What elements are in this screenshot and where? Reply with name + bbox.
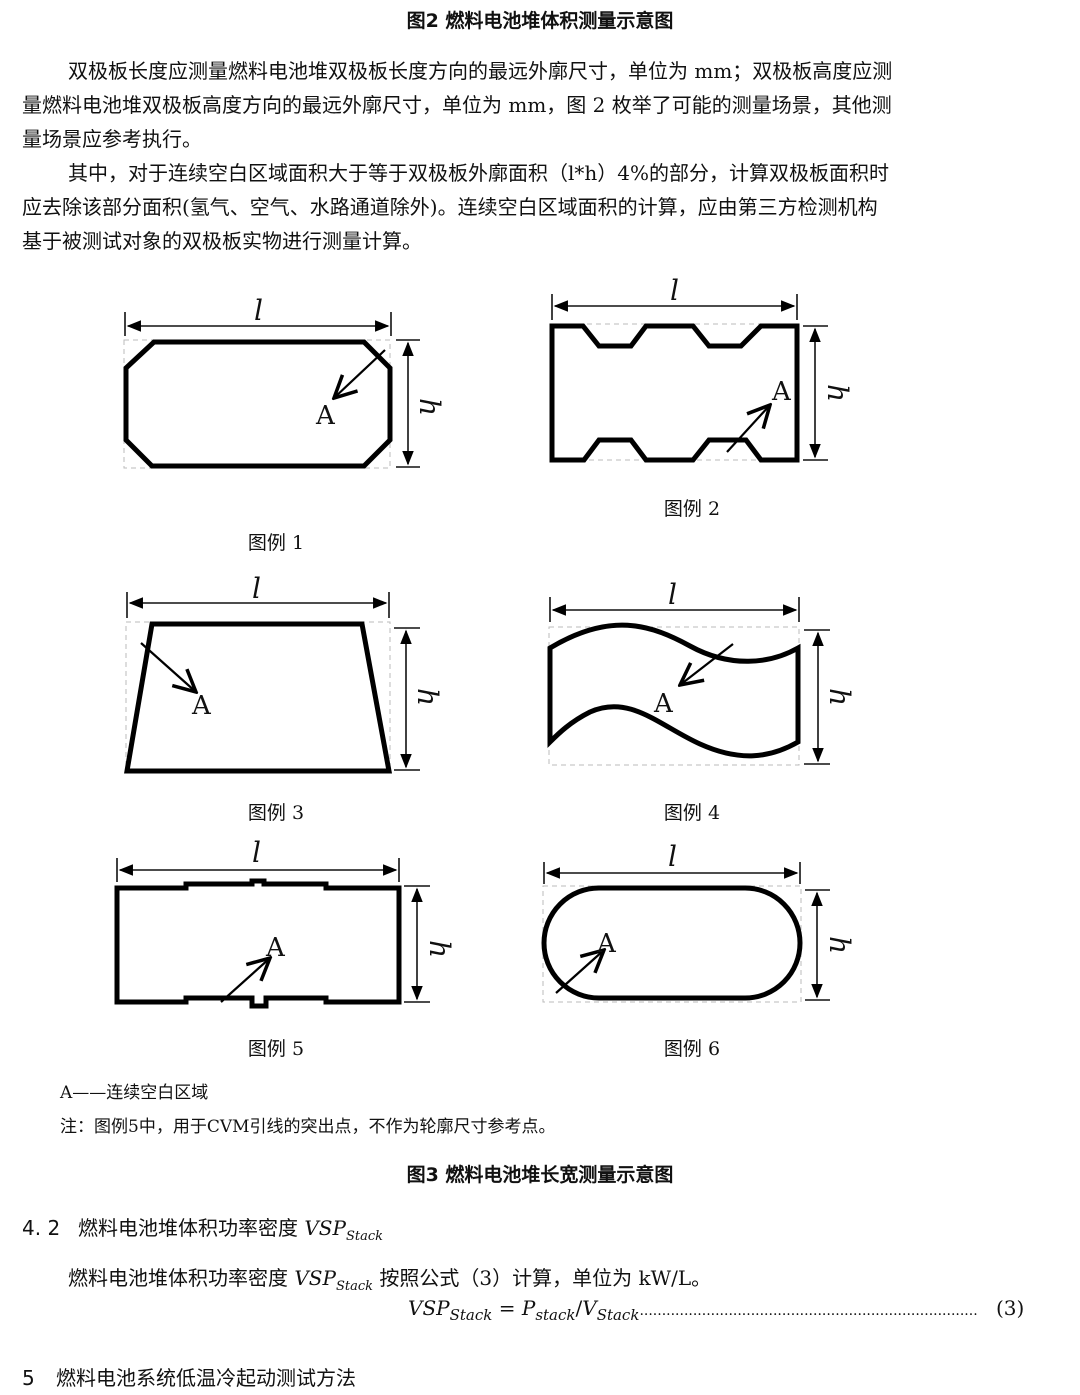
formula-number: (3) — [996, 1296, 1025, 1320]
section-symbol: VSP — [304, 1216, 346, 1240]
example-1-octagon: l h A — [123, 294, 446, 469]
paragraph-blank-area: 其中，对于连续空白区域面积大于等于双极板外廓面积（l*h）4%的部分，计算双极板… — [22, 156, 1022, 258]
formula-lhs: VSP — [408, 1296, 450, 1320]
formula-p: P — [521, 1296, 536, 1320]
caption-example-1: 图例 1 — [247, 532, 305, 554]
example-2-notched: l h A — [549, 274, 854, 463]
paragraph-line: 量燃料电池堆双极板高度方向的最远外廓尺寸，单位为 mm，图 2 枚举了可能的测量… — [22, 93, 892, 117]
caption-example-3: 图例 3 — [247, 802, 305, 824]
formula-intro-suffix: 按照公式（3）计算，单位为 kW/L。 — [373, 1266, 712, 1290]
note-example-5: 注：图例5中，用于CVM引线的突出点，不作为轮廓尺寸参考点。 — [60, 1117, 556, 1137]
formula-intro-prefix: 燃料电池堆体积功率密度 — [68, 1266, 295, 1290]
section-number: 4. 2 — [22, 1216, 61, 1240]
height-label: h — [823, 936, 856, 954]
paragraph-line: 其中，对于连续空白区域面积大于等于双极板外廓面积（l*h）4%的部分，计算双极板… — [68, 161, 890, 185]
caption-example-4: 图例 4 — [663, 802, 721, 824]
example-4-wave: l h A — [547, 578, 856, 766]
section-title: 燃料电池系统低温冷起动测试方法 — [56, 1366, 356, 1390]
height-label: h — [413, 398, 446, 416]
example-5-bumped-rectangle: l h A — [114, 836, 456, 1009]
section-5-heading: 5 燃料电池系统低温冷起动测试方法 — [22, 1362, 356, 1391]
paragraph-line: 量场景应参考执行。 — [22, 127, 202, 151]
formula-leader-dots: ........................................… — [639, 1303, 978, 1319]
area-label: A — [653, 689, 674, 719]
formula-slash: / — [575, 1296, 583, 1320]
caption-example-5: 图例 5 — [247, 1038, 305, 1060]
formula-v-sub: Stack — [596, 1306, 640, 1324]
length-label: l — [670, 274, 679, 307]
formula-v: V — [582, 1296, 597, 1320]
formula-equals: = — [492, 1296, 522, 1320]
section-number: 5 — [22, 1366, 35, 1390]
height-label: h — [423, 940, 456, 958]
length-label: l — [668, 840, 677, 873]
formula-intro: 燃料电池堆体积功率密度 VSPStack 按照公式（3）计算，单位为 kW/L。 — [68, 1262, 711, 1294]
paragraph-measurement: 双极板长度应测量燃料电池堆双极板长度方向的最远外廓尺寸，单位为 mm；双极板高度… — [22, 54, 1022, 156]
formula-intro-symbol: VSP — [294, 1266, 336, 1290]
area-label: A — [315, 401, 336, 431]
paragraph-line: 应去除该部分面积(氢气、空气、水路通道除外)。连续空白区域面积的计算，应由第三方… — [22, 195, 878, 219]
height-label: h — [821, 384, 854, 402]
length-label: l — [252, 836, 261, 869]
height-label: h — [411, 688, 444, 706]
example-6-stadium: l h A — [541, 840, 856, 1003]
area-label: A — [265, 933, 286, 963]
figure-3-title: 图3 燃料电池堆长宽测量示意图 — [406, 1164, 674, 1186]
section-symbol-subscript: Stack — [345, 1229, 384, 1244]
section-title: 燃料电池堆体积功率密度 — [78, 1216, 305, 1240]
section-4-2-heading: 4. 2 燃料电池堆体积功率密度 VSPStack — [22, 1212, 383, 1244]
example-3-trapezoid: l h A — [124, 572, 444, 774]
formula-intro-subscript: Stack — [335, 1279, 374, 1294]
area-label: A — [596, 929, 617, 959]
figure-2-title: 图2 燃料电池堆体积测量示意图 — [406, 10, 674, 32]
paragraph-line: 双极板长度应测量燃料电池堆双极板长度方向的最远外廓尺寸，单位为 mm；双极板高度… — [68, 59, 893, 83]
formula-3: VSPStack = Pstack/VStack................… — [408, 1296, 1028, 1324]
height-label: h — [823, 688, 856, 706]
length-label: l — [668, 578, 677, 611]
paragraph-line: 基于被测试对象的双极板实物进行测量计算。 — [22, 229, 422, 253]
area-label: A — [191, 691, 212, 721]
legend-area-a: A——连续空白区域 — [60, 1083, 209, 1103]
caption-example-6: 图例 6 — [663, 1038, 721, 1060]
caption-example-2: 图例 2 — [663, 498, 721, 520]
area-label: A — [771, 377, 792, 407]
length-label: l — [252, 572, 261, 605]
formula-lhs-sub: Stack — [449, 1306, 493, 1324]
formula-p-sub: stack — [535, 1306, 576, 1324]
measurement-diagram: l h A l h A l h A — [114, 274, 856, 1009]
length-label: l — [254, 294, 263, 327]
